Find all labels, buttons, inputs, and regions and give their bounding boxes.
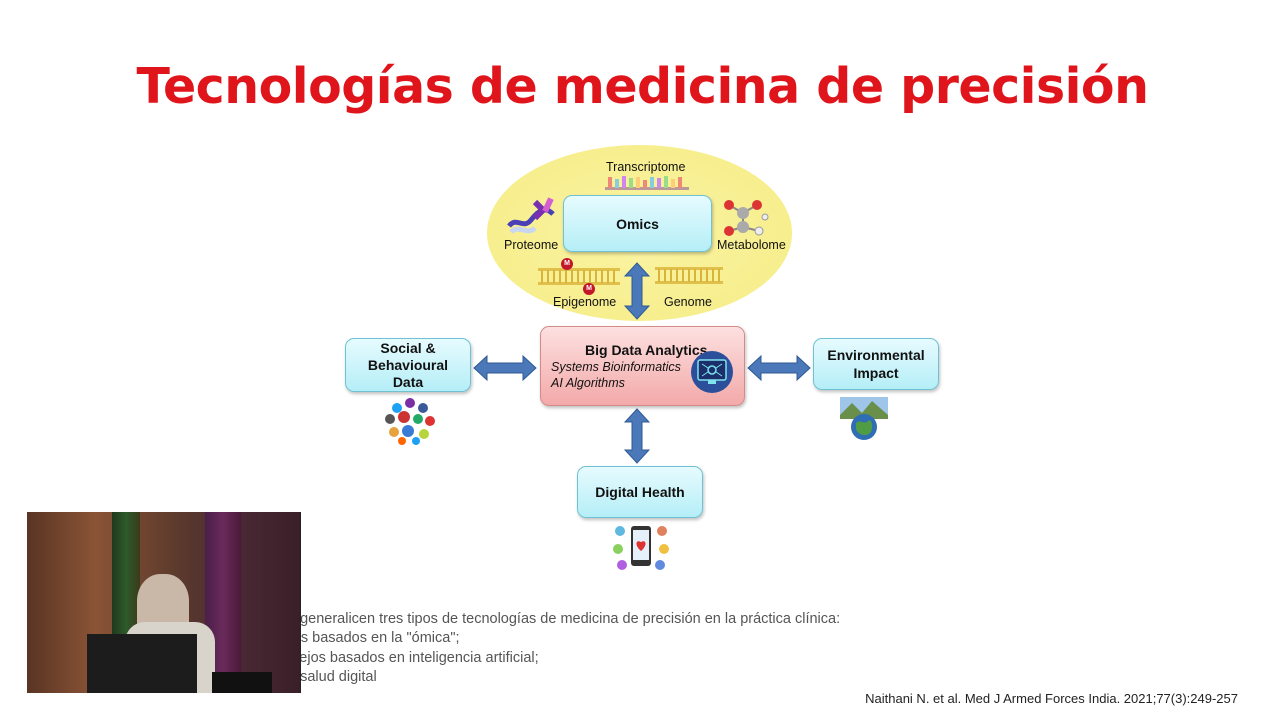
omics-label: Omics [616, 215, 659, 232]
protein-structure-icon [507, 197, 555, 235]
social-bigdata-arrow [473, 355, 537, 381]
speaker-video-overlay [27, 512, 301, 693]
genome-dna-icon [655, 267, 723, 284]
digital-health-label: Digital Health [595, 484, 685, 500]
omics-bigdata-arrow [624, 262, 650, 320]
metabolome-label: Metabolome [717, 238, 786, 252]
ai-algorithms-text: AI Algorithms [551, 376, 625, 390]
digital-health-phone-icon [613, 526, 669, 570]
bigdata-digitalhealth-arrow [624, 408, 650, 464]
bottom-text-line-2: res basados en la "ómica"; [288, 630, 460, 646]
transcriptome-label: Transcriptome [606, 160, 686, 174]
social-media-icons [385, 398, 435, 445]
bottom-text-line-4: e salud digital [288, 669, 377, 685]
rna-strand-icon [605, 176, 689, 190]
epigenome-dna-icon [538, 268, 620, 285]
methyl-marker-2: M [583, 283, 595, 295]
genome-label: Genome [664, 295, 712, 309]
methyl-marker-1: M [561, 258, 573, 270]
bottom-text-line-3: plejos basados en inteligencia artificia… [288, 650, 539, 666]
systems-bioinformatics-text: Systems Bioinformatics [551, 360, 681, 374]
earth-environment-icon [840, 397, 888, 440]
citation: Naithani N. et al. Med J Armed Forces In… [865, 691, 1238, 706]
epigenome-label: Epigenome [553, 295, 617, 309]
slide-title: Tecnologías de medicina de precisión [136, 58, 1149, 115]
omics-node: Omics [563, 195, 712, 252]
environment-bigdata-arrow [747, 355, 811, 381]
social-line1: Social & [380, 339, 436, 356]
environmental-impact-node: Environmental Impact [813, 338, 939, 390]
environmental-line1: Environmental [827, 347, 925, 363]
social-line3: Data [392, 373, 424, 390]
molecule-icon [724, 200, 769, 236]
lectern-base [212, 672, 272, 693]
environmental-line2: Impact [853, 365, 899, 381]
big-data-title: Big Data Analytics [585, 342, 708, 358]
ai-monitor-icon [691, 351, 733, 393]
social-behavioural-data-node: Social & Behavioural Data [345, 338, 471, 392]
lectern [87, 634, 197, 693]
social-line2: Behavioural [367, 356, 449, 373]
bottom-text-line-1: e generalicen tres tipos de tecnologías … [288, 611, 841, 627]
proteome-label: Proteome [504, 238, 559, 252]
digital-health-node: Digital Health [577, 466, 703, 518]
